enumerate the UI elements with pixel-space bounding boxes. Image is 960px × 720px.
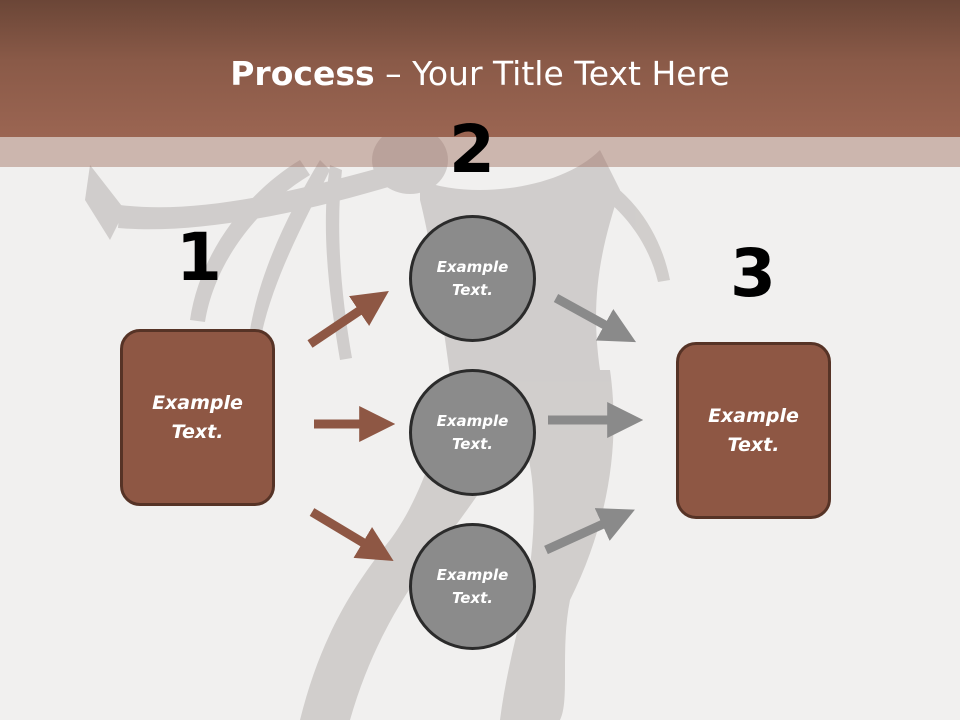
step-1-text: Example Text. [152,391,243,443]
arrow-up-right-left [307,290,389,348]
step-number-1: 1 [176,219,222,296]
arrow-up-right-right [544,508,635,555]
step-3-text: Example Text. [708,404,799,456]
title-rest: – Your Title Text Here [374,54,730,93]
circle-top: Example Text. [409,215,536,342]
title-bar [0,0,960,137]
arrow-down-right-right [553,294,637,343]
circle-bottom: Example Text. [409,523,536,650]
slide-title: Process – Your Title Text Here [0,52,960,96]
step-number-3: 3 [730,235,776,312]
step-number-2: 2 [449,111,495,188]
circle-top-text: Example Text. [436,257,509,299]
step-1-box: Example Text. [120,329,275,506]
step-3-box: Example Text. [676,342,831,519]
circle-bottom-text: Example Text. [436,565,509,607]
arrow-down-right-left [309,508,394,561]
title-bar-band [0,137,960,167]
circle-middle-text: Example Text. [436,411,509,453]
title-bold: Process [230,54,375,93]
circle-middle: Example Text. [409,369,536,496]
